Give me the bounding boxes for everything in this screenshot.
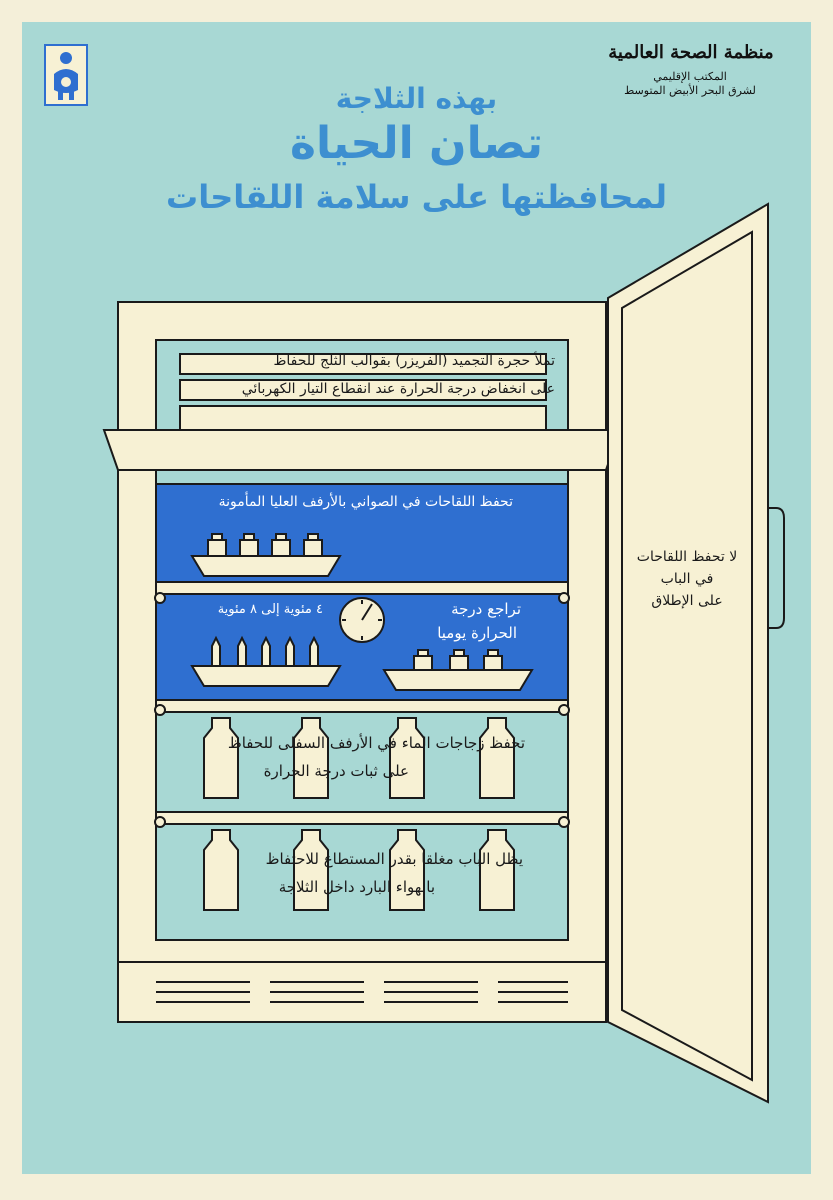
freezer-flap bbox=[102, 429, 622, 471]
water-shelf-instruction-2: على ثبات درجة الحرارة bbox=[263, 762, 409, 780]
freezer-instruction-1: تملأ حجرة التجميد (الفريزر) بقوالب الثلج… bbox=[273, 353, 555, 369]
title-line-1: بهذه الثلاجة bbox=[335, 82, 498, 115]
vial-tray bbox=[382, 649, 534, 691]
door-warning-2: في الباب bbox=[660, 571, 714, 587]
temperature-range: ٤ مئوية إلى ٨ مئوية bbox=[217, 602, 323, 617]
title-line-3: لمحافظتها على سلامة اللقاحات bbox=[166, 178, 667, 216]
water-bottles-row-2 bbox=[203, 829, 515, 911]
door-warning-3: على الإطلاق bbox=[651, 593, 723, 609]
office-line-2: لشرق البحر الأبيض المتوسط bbox=[624, 84, 756, 97]
mother-child-icon bbox=[44, 44, 88, 106]
temperature-check-2: الحرارة يوميا bbox=[437, 624, 517, 642]
temperature-check-1: تراجع درجة bbox=[451, 600, 521, 618]
vaccine-tray-top bbox=[190, 533, 342, 577]
fridge-door bbox=[607, 202, 785, 1104]
title-line-2: تصان الحياة bbox=[289, 118, 544, 169]
dial-thermometer-icon bbox=[339, 597, 385, 643]
freezer-instruction-2: على انخفاض درجة الحرارة عند انقطاع التيا… bbox=[241, 381, 555, 397]
base-vents bbox=[156, 981, 568, 1003]
door-warning: لا تحفظ اللقاحات في الباب على الإطلاق bbox=[612, 546, 762, 612]
water-shelf-instruction-1: تحفظ زجاجات الماء في الأرفف السفلى للحفا… bbox=[227, 734, 525, 752]
organization-name: منظمة الصحة العالمية bbox=[608, 42, 774, 63]
regional-office: المكتب الإقليمي لشرق البحر الأبيض المتوس… bbox=[595, 70, 785, 98]
top-shelf-instruction: تحفظ اللقاحات في الصواني بالأرفف العليا … bbox=[218, 494, 513, 510]
ampoule-tray bbox=[190, 635, 342, 687]
door-closed-instruction-1: يظل الباب مغلقا بقدر المستطاع للاحتفاظ bbox=[265, 850, 523, 868]
office-line-1: المكتب الإقليمي bbox=[653, 70, 727, 83]
water-bottles-row-1 bbox=[203, 717, 515, 799]
door-closed-instruction-2: بالهواء البارد داخل الثلاجة bbox=[278, 878, 435, 896]
door-warning-1: لا تحفظ اللقاحات bbox=[636, 549, 738, 565]
